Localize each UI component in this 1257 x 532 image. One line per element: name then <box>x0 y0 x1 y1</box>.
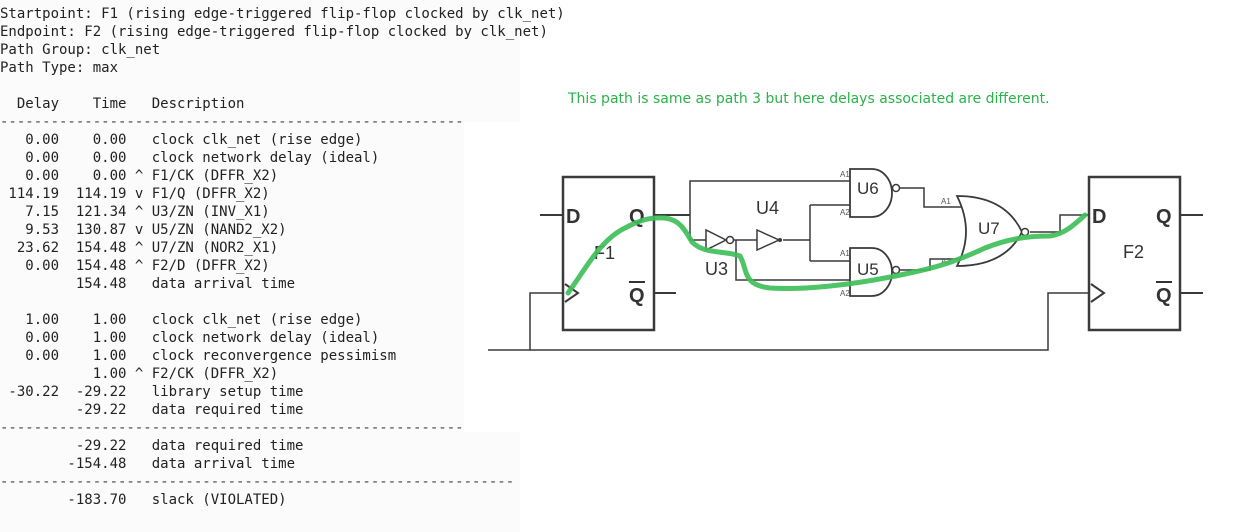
path-group-line: Path Group: clk_net <box>0 42 161 58</box>
table-row: 0.00 0.00 ^ F1/CK (DFFR_X2) <box>0 168 279 184</box>
table-row: 0.00 1.00 clock network delay (ideal) <box>0 330 380 346</box>
u6-pin-a1: A1 <box>840 170 850 179</box>
table-row: -29.22 data required time <box>0 402 304 418</box>
inverter-u3: U3 <box>705 228 735 279</box>
u6-label: U6 <box>857 179 879 198</box>
table-header: Delay Time Description <box>0 96 245 112</box>
table-row: -29.22 data required time <box>0 438 304 454</box>
table-row: 9.53 130.87 v U5/ZN (NAND2_X2) <box>0 222 287 238</box>
table-row: 0.00 154.48 ^ F2/D (DFFR_X2) <box>0 258 270 274</box>
clock-wire <box>488 292 1090 351</box>
table-row: 0.00 0.00 clock clk_net (rise edge) <box>0 132 363 148</box>
flip-flop-f2: D Q Q F2 <box>1087 175 1203 332</box>
table-row: 23.62 154.48 ^ U7/ZN (NOR2_X1) <box>0 240 279 256</box>
annotation-text: This path is same as path 3 but here del… <box>568 91 1050 107</box>
table-row: 1.00 ^ F2/CK (DFFR_X2) <box>0 366 279 382</box>
separator: ----------------------------------------… <box>0 474 512 490</box>
separator: ----------------------------------------… <box>0 114 466 130</box>
buffer-u4: U4 <box>756 198 782 252</box>
f2-qbar-pin-label: Q <box>1156 285 1172 307</box>
u7-label: U7 <box>978 219 1000 238</box>
u5-pin-a1: A1 <box>840 249 850 258</box>
critical-path-highlight <box>565 212 1088 296</box>
table-row: 0.00 1.00 clock reconvergence pessimism <box>0 348 397 364</box>
u4-label: U4 <box>756 198 779 218</box>
table-row: 1.00 1.00 clock clk_net (rise edge) <box>0 312 363 328</box>
f2-d-pin-label: D <box>1092 206 1106 228</box>
u7-pin-a1: A1 <box>941 197 951 206</box>
f1-d-pin-label: D <box>566 206 580 228</box>
table-row: 114.19 114.19 v F1/Q (DFFR_X2) <box>0 186 270 202</box>
f2-q-pin-label: Q <box>1156 206 1172 228</box>
path-type-line: Path Type: max <box>0 60 119 76</box>
table-row: -154.48 data arrival time <box>0 456 296 472</box>
timing-report: Startpoint: F1 (rising edge-triggered fl… <box>0 0 565 532</box>
table-row: 0.00 0.00 clock network delay (ideal) <box>0 150 380 166</box>
nand-gate-u6: U6 A1 A2 <box>840 168 901 218</box>
f1-qbar-pin-label: Q <box>629 285 645 307</box>
u5-label: U5 <box>857 260 879 279</box>
table-row: -30.22 -29.22 library setup time <box>0 384 304 400</box>
slack-row: -183.70 slack (VIOLATED) <box>0 492 287 508</box>
endpoint-line: Endpoint: F2 (rising edge-triggered flip… <box>0 24 548 40</box>
u6-pin-a2: A2 <box>840 208 850 217</box>
u3-label: U3 <box>705 259 728 279</box>
f2-label: F2 <box>1123 242 1144 262</box>
circuit-diagram: D Q Q F1 D Q Q F2 U3 <box>464 122 1254 432</box>
u5-pin-a2: A2 <box>840 289 850 298</box>
startpoint-line: Startpoint: F1 (rising edge-triggered fl… <box>0 6 565 22</box>
table-row: 154.48 data arrival time <box>0 276 296 292</box>
separator: ----------------------------------------… <box>0 420 466 436</box>
table-row: 7.15 121.34 ^ U3/ZN (INV_X1) <box>0 204 270 220</box>
